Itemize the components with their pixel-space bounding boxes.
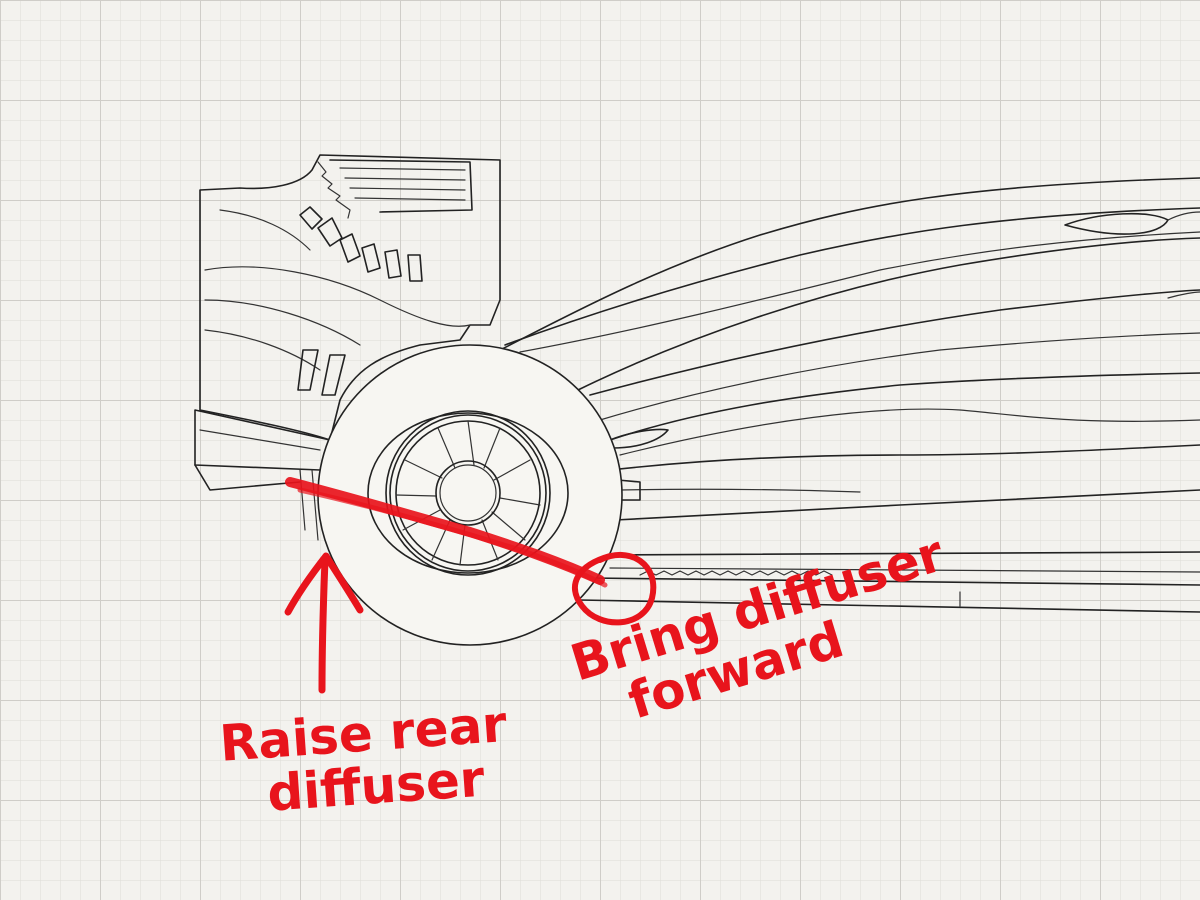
rear-wing	[194, 154, 501, 541]
car-body	[499, 177, 1200, 613]
red-markup	[284, 477, 657, 694]
rear-wheel	[317, 344, 623, 646]
note-raise-rear-diffuser: Raise rear diffuser	[218, 695, 512, 823]
raise-arrow-mark	[318, 556, 329, 694]
diffuser-circle-mark	[571, 552, 657, 626]
